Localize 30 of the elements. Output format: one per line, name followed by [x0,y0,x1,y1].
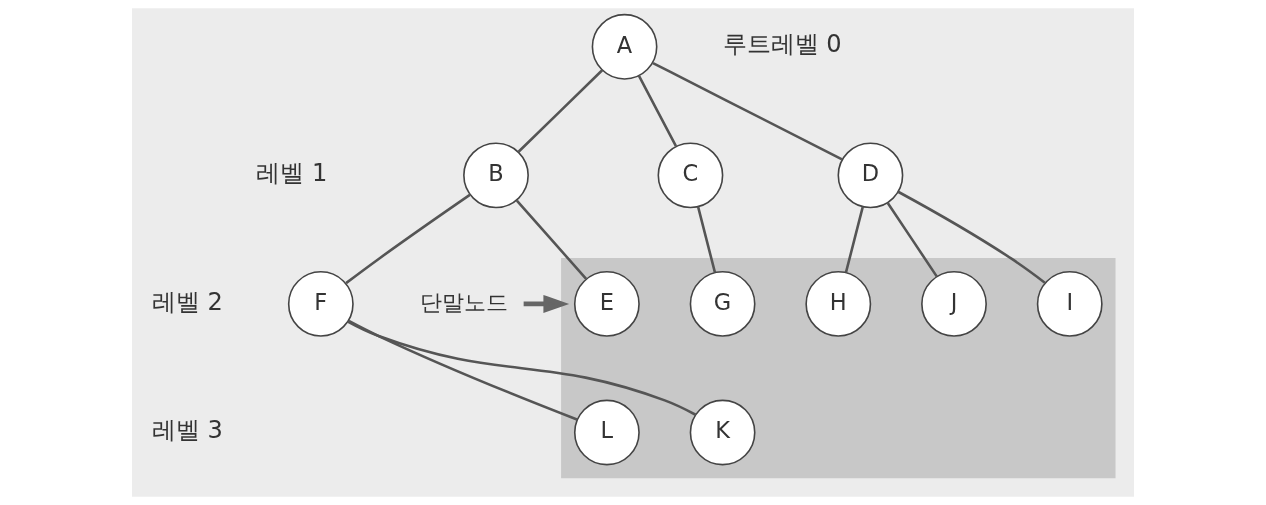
node-circle: C [657,142,724,209]
label: 레벨 3 [151,416,223,445]
node-circle: G [689,270,756,337]
node-circle: J [921,270,987,337]
connector [345,193,471,285]
node-circle: H [805,270,872,337]
connector [886,202,938,278]
connector [844,206,865,273]
arrow [523,294,570,313]
node-circle: E [573,270,640,337]
node-circle: D [837,142,904,209]
node-circle: I [1036,270,1103,337]
node-circle: A [591,13,658,80]
connector [348,319,578,421]
connector [652,61,843,161]
connector [515,199,588,280]
label: 루트레벨 0 [722,30,842,59]
node-circle: B [463,142,529,209]
connector [637,75,678,147]
node-circle: L [573,399,640,466]
connector [517,69,604,153]
label: 레벨 1 [256,158,328,187]
connector [897,190,1046,284]
connector [347,320,697,416]
connector [696,206,717,273]
node-circle: F [287,270,354,337]
label: 레벨 2 [151,287,223,316]
node-text: 단말노드 [419,288,508,315]
node-circle: K [689,399,756,466]
cluster [561,258,1116,479]
